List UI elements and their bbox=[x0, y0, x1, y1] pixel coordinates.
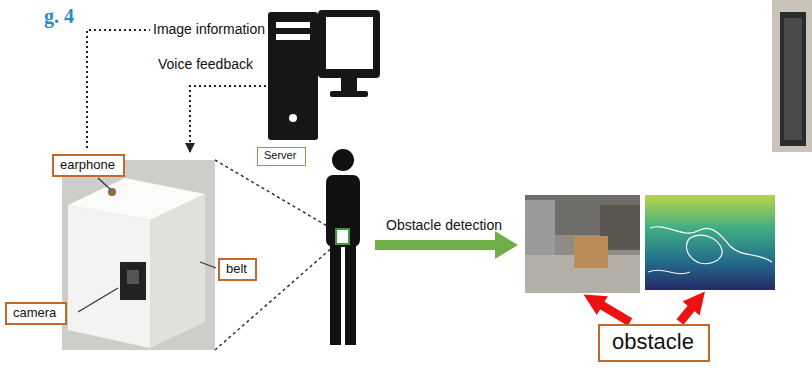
torso bbox=[326, 175, 360, 247]
leg bbox=[345, 240, 356, 345]
figure-number: g. 4 bbox=[44, 5, 74, 28]
device-photo bbox=[62, 160, 215, 350]
process-label: Obstacle detection bbox=[386, 217, 502, 233]
leg bbox=[330, 240, 341, 345]
monitor-base bbox=[330, 91, 368, 97]
voice-feedback-arrow bbox=[190, 86, 266, 152]
pointer-arrow bbox=[593, 300, 630, 322]
contour bbox=[650, 227, 772, 262]
zoom-line bbox=[215, 246, 334, 350]
part-label: earphone bbox=[52, 154, 125, 177]
contour bbox=[648, 270, 690, 273]
image-info-arrow bbox=[87, 30, 264, 148]
drive-slot bbox=[276, 22, 310, 28]
drive-slot bbox=[276, 34, 310, 40]
part-label: belt bbox=[218, 258, 257, 281]
head bbox=[332, 149, 354, 171]
panel bbox=[780, 12, 806, 146]
box-text: Server bbox=[264, 149, 299, 162]
leader-line bbox=[98, 178, 110, 189]
server-label: Server bbox=[257, 147, 306, 166]
cabinet bbox=[525, 200, 555, 255]
camera-module bbox=[120, 262, 146, 300]
pointer-arrow bbox=[680, 300, 698, 322]
box-text: camera bbox=[13, 305, 59, 321]
earphone-hole bbox=[108, 188, 116, 196]
camera-image bbox=[525, 195, 640, 293]
panel-inner bbox=[784, 18, 802, 140]
box-text: obstacle bbox=[612, 329, 696, 355]
depth-image bbox=[645, 195, 775, 290]
camera-lens bbox=[127, 270, 139, 284]
flow-label: Voice feedback bbox=[155, 56, 256, 72]
leader-line bbox=[200, 262, 216, 268]
depth-map bbox=[645, 195, 775, 290]
zoom-line bbox=[215, 160, 334, 230]
leader-line bbox=[78, 288, 118, 312]
box-side bbox=[150, 194, 205, 348]
edge-photo bbox=[772, 0, 812, 152]
box-text: earphone bbox=[60, 157, 117, 173]
box-text: belt bbox=[226, 261, 249, 277]
process-arrow bbox=[375, 231, 518, 259]
power-button bbox=[289, 114, 297, 122]
obstacle-label: obstacle bbox=[598, 324, 710, 362]
cardboard-box bbox=[574, 236, 608, 268]
contour bbox=[687, 235, 723, 263]
monitor-stand bbox=[341, 78, 357, 92]
photo-ground bbox=[525, 195, 640, 293]
monitor-screen bbox=[326, 17, 373, 69]
flow-label: Image information bbox=[150, 21, 268, 37]
part-label: camera bbox=[5, 302, 67, 325]
box-front bbox=[68, 205, 150, 348]
photo-ground bbox=[62, 160, 215, 350]
photo-ground bbox=[772, 0, 812, 152]
device-marker bbox=[336, 229, 349, 244]
server-icon bbox=[268, 10, 380, 140]
monitor bbox=[318, 10, 380, 78]
tower bbox=[268, 12, 318, 140]
person-icon bbox=[326, 149, 360, 345]
